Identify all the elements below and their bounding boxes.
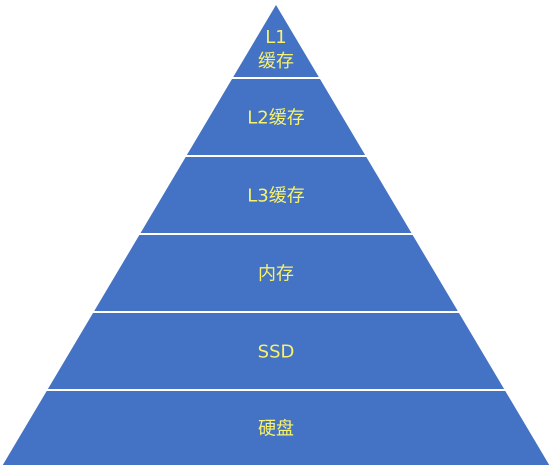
pyramid-tier-label: 缓存 — [258, 51, 294, 72]
pyramid-tier-label: L3缓存 — [247, 186, 304, 207]
pyramid-tier-4: 内存 — [90, 233, 462, 313]
pyramid-tier-label: 内存 — [258, 264, 294, 285]
pyramid-tier-label: SSD — [258, 342, 295, 363]
pyramid-tier-label: L2缓存 — [247, 108, 304, 129]
pyramid-tier-label: 硬盘 — [258, 419, 294, 440]
pyramid-tier-label: L1 — [265, 27, 286, 48]
pyramid-tier-6: 硬盘 — [0, 389, 552, 467]
pyramid-tier-2: L2缓存 — [183, 77, 369, 157]
pyramid-tier-5: SSD — [44, 311, 508, 391]
pyramid-tier-shape — [0, 389, 552, 467]
pyramid-tier-1: L1 缓存 — [229, 1, 323, 79]
pyramid-tier-3: L3缓存 — [137, 155, 415, 235]
